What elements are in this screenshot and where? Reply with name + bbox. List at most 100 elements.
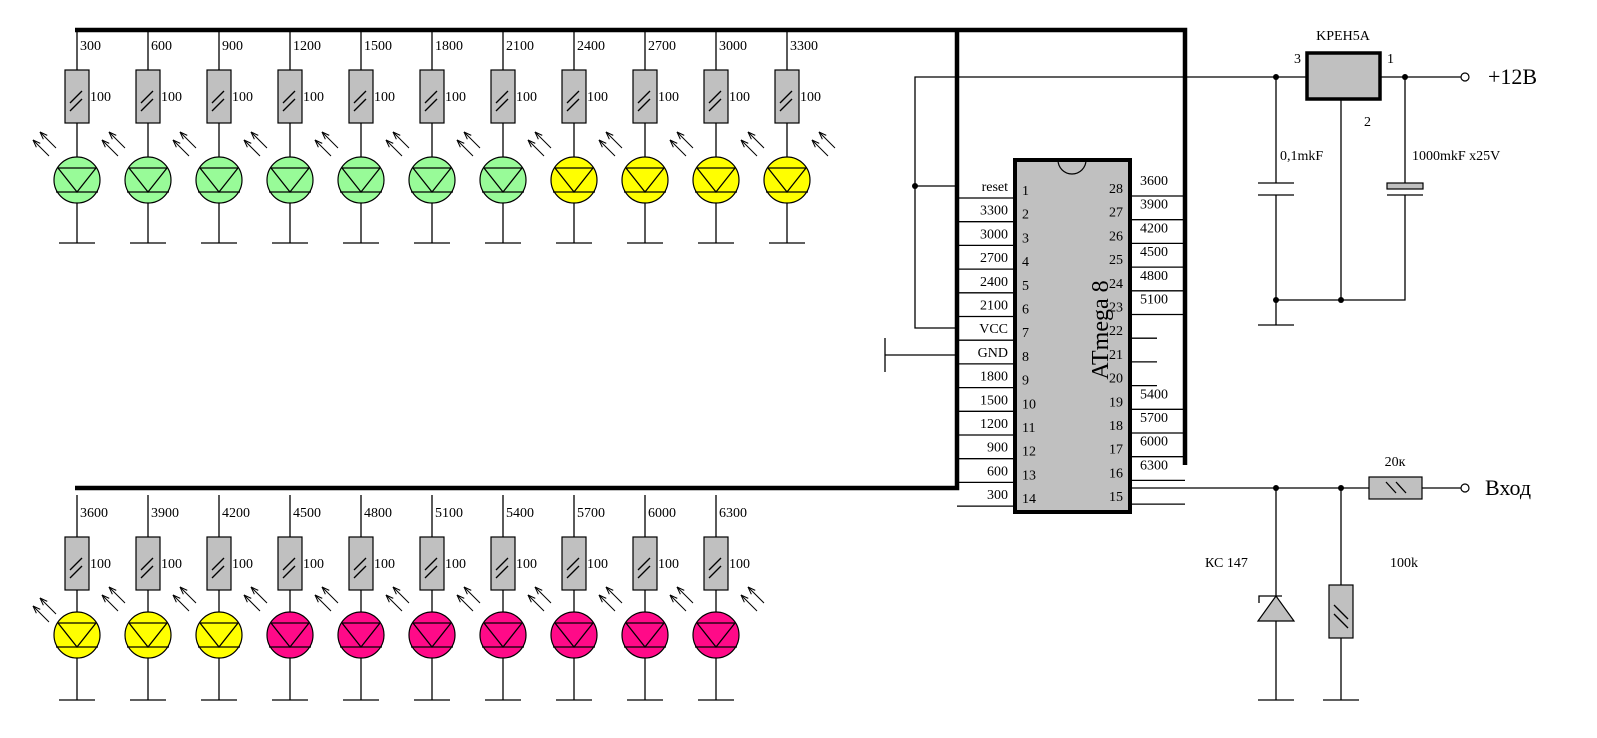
resistor-mark (69, 565, 83, 579)
light-arrow-icon (385, 594, 403, 612)
led-green (195, 156, 243, 204)
resistor-value: 100 (303, 90, 324, 105)
resistor-20k (1368, 476, 1423, 500)
resistor-value: 100 (303, 557, 324, 572)
resistor-mark (353, 90, 367, 104)
resistor-value: 100 (587, 90, 608, 105)
arrow-head (669, 594, 678, 599)
light-arrow-icon (669, 594, 687, 612)
light-arrow-icon (534, 131, 552, 149)
led-magenta (408, 611, 456, 659)
led-green (53, 156, 101, 204)
light-arrow-icon (534, 586, 552, 604)
arrow-head (392, 586, 401, 591)
arrow-head (101, 139, 106, 148)
led-magenta (692, 611, 740, 659)
led-green (266, 156, 314, 204)
resistor-mark (140, 98, 154, 112)
ic-left-pin-number: 9 (1022, 374, 1029, 389)
arrow-head (32, 139, 37, 148)
resistor-mark (1333, 604, 1349, 620)
zener-bar (1258, 595, 1282, 603)
light-arrow-icon (747, 586, 765, 604)
light-arrow-icon (39, 597, 57, 615)
light-arrow-icon (108, 586, 126, 604)
cap2-label: 1000mkF x25V (1412, 149, 1500, 164)
light-arrow-icon (392, 131, 410, 149)
ic-left-pin-number: 11 (1022, 421, 1035, 436)
frequency-label: 600 (151, 39, 172, 54)
ic-left-pin-number: 13 (1022, 468, 1036, 483)
ic-left-pin-label: 2400 (980, 275, 1008, 290)
led-channel: 2700 100 (621, 30, 694, 244)
light-arrow-icon (527, 594, 545, 612)
resistor-mark (637, 565, 651, 579)
frequency-label: 2700 (648, 39, 676, 54)
resistor-mark (353, 565, 367, 579)
resistor-mark (637, 90, 651, 104)
ic-right-pin-number: 18 (1109, 419, 1123, 434)
ic-right-pin-label: 4200 (1140, 221, 1168, 236)
resistor-mark (69, 557, 83, 571)
arrow-head (385, 594, 390, 603)
resistor-mark (424, 557, 438, 571)
arrow-head (669, 594, 674, 603)
light-arrow-icon (818, 131, 836, 149)
arrow-head (740, 139, 749, 144)
ic-left-pin-number: 6 (1022, 303, 1029, 318)
led-yellow (53, 611, 101, 659)
arrow-head (392, 131, 401, 136)
arrow-head (179, 586, 184, 595)
regulator-body (1305, 51, 1382, 101)
arrow-head (676, 131, 685, 136)
resistor-mark (566, 98, 580, 112)
arrow-head (172, 139, 177, 148)
ic-right-pin-label: 6300 (1140, 458, 1168, 473)
arrow-head (314, 139, 319, 148)
ic-right-pin-label: 4800 (1140, 269, 1168, 284)
light-arrow-icon (250, 586, 268, 604)
resistor-100k-label: 100k (1390, 556, 1418, 571)
ic-left-pin-label: 600 (987, 464, 1008, 479)
arrow-head (534, 586, 543, 591)
ic-right-pin-label: 5700 (1140, 411, 1168, 426)
arrow-head (456, 139, 461, 148)
resistor-value: 100 (161, 557, 182, 572)
ic-right-pin-number: 23 (1109, 301, 1123, 316)
resistor-mark (424, 90, 438, 104)
resistor-value: 100 (232, 557, 253, 572)
light-arrow-icon (243, 139, 261, 157)
light-arrow-icon (463, 131, 481, 149)
resistor-mark (708, 565, 722, 579)
ic-body (1013, 158, 1132, 514)
ic-right-pin-label: 5400 (1140, 387, 1168, 402)
ic-name: ATmega 8 (1088, 280, 1114, 379)
arrow-head (385, 139, 390, 148)
resistor-mark (495, 557, 509, 571)
frequency-label: 1200 (293, 39, 321, 54)
resistor-value: 100 (658, 90, 679, 105)
resistor-mark (708, 557, 722, 571)
input-terminal (1460, 483, 1470, 493)
frequency-label: 3600 (80, 506, 108, 521)
bottom-led-row: 3600100390010042001004500100480010051001… (32, 495, 765, 701)
zener-diode-icon (1256, 594, 1296, 622)
ic-left-pin-label: VCC (979, 322, 1008, 337)
ic-left-pin-number: 7 (1022, 326, 1029, 341)
frequency-label: 4200 (222, 506, 250, 521)
resistor-mark (282, 557, 296, 571)
arrow-head (747, 131, 752, 140)
ic-right-pin-label: 6000 (1140, 435, 1168, 450)
arrow-head (39, 131, 44, 140)
ic-right-pin-number: 19 (1109, 395, 1123, 410)
led-yellow (692, 156, 740, 204)
ic-right-pin-label: 5100 (1140, 293, 1168, 308)
light-arrow-icon (243, 594, 261, 612)
resistor-mark (353, 557, 367, 571)
resistor (419, 536, 445, 591)
